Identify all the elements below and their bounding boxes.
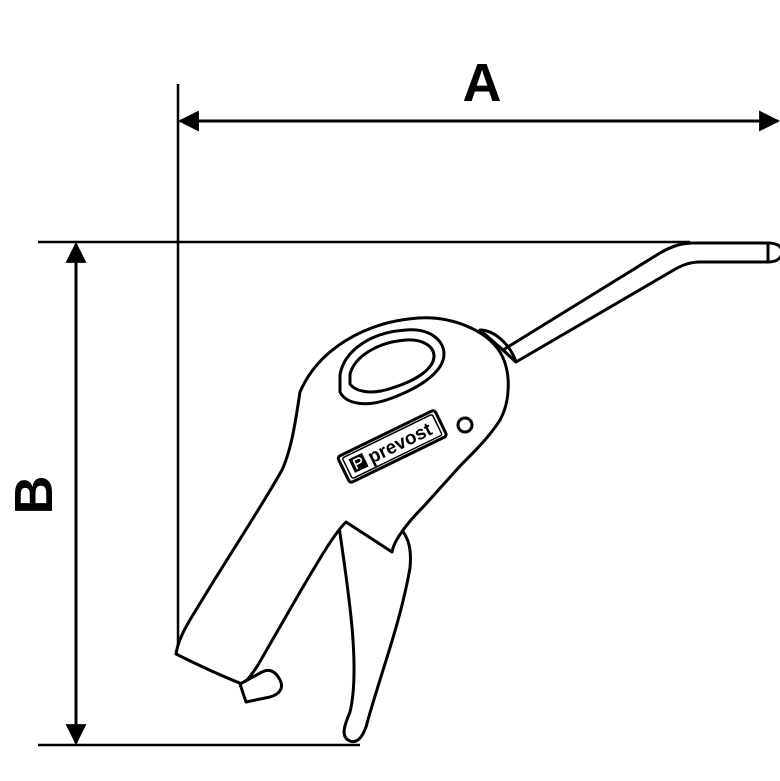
dimension-a: A <box>177 53 780 132</box>
dimension-b: B <box>4 241 87 746</box>
trigger-lever <box>336 507 412 744</box>
nozzle-collar <box>478 328 518 364</box>
gun-body <box>174 316 510 686</box>
dimension-a-label: A <box>463 53 502 113</box>
nozzle-tube <box>501 241 780 364</box>
prevost-logo-icon <box>348 452 369 473</box>
blow-gun: prevost <box>174 241 780 744</box>
handle-heel <box>238 668 284 704</box>
extension-lines <box>38 84 690 747</box>
top-window-inner <box>348 338 436 394</box>
brand-plate: prevost <box>336 409 448 484</box>
dimension-b-label: B <box>4 476 64 515</box>
body-screw <box>456 416 474 434</box>
brand-plate-inner <box>342 414 443 479</box>
